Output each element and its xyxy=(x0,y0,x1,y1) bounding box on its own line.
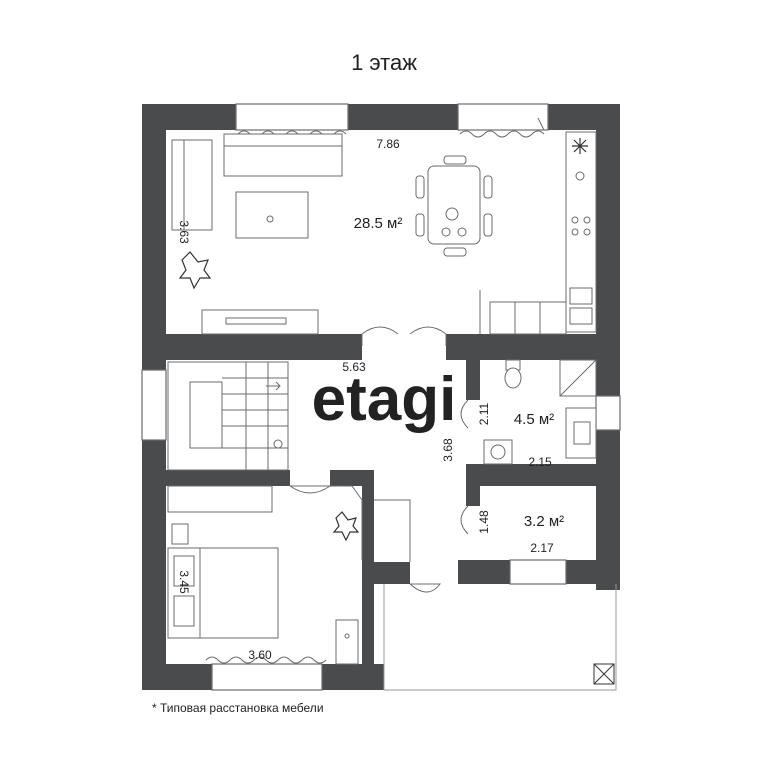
door-icon xyxy=(289,117,545,593)
living-area-label: 28.5 м² xyxy=(354,215,403,232)
bathroom-fixtures xyxy=(483,359,597,465)
bedroom-width-label: 3.60 xyxy=(248,648,272,662)
dimension-labels: 7.86 3.63 5.63 3.68 2.11 2.15 1.48 2.17 … xyxy=(177,137,554,662)
footnote: * Типовая расстановка мебели xyxy=(152,701,324,715)
terrace xyxy=(383,584,617,691)
storage-depth-label: 1.48 xyxy=(477,510,491,534)
living-furniture xyxy=(171,131,597,335)
window-icon xyxy=(141,103,621,691)
bathroom-depth-label: 2.11 xyxy=(477,402,491,425)
living-depth-label: 3.63 xyxy=(177,220,191,244)
living-width-label: 7.86 xyxy=(376,137,400,151)
bathroom-area-label: 4.5 м² xyxy=(514,411,554,428)
snowflake-icon xyxy=(572,138,588,154)
hall-width-label: 5.63 xyxy=(342,360,366,374)
hall-depth-label: 3.68 xyxy=(441,438,455,462)
stairs xyxy=(167,361,289,471)
area-labels: 28.5 м² 4.5 м² 3.2 м² xyxy=(354,215,565,530)
bedroom-depth-label: 3.45 xyxy=(177,570,191,594)
bedroom-furniture xyxy=(167,485,359,665)
floor-title: 1 этаж xyxy=(351,50,417,75)
storage-width-label: 2.17 xyxy=(530,541,554,555)
storage-area-label: 3.2 м² xyxy=(524,513,564,530)
walls xyxy=(142,104,620,690)
bathroom-width-label: 2.15 xyxy=(528,455,552,469)
watermark: etagi xyxy=(312,365,457,434)
partitions xyxy=(330,290,481,562)
plant-icon xyxy=(178,251,360,542)
